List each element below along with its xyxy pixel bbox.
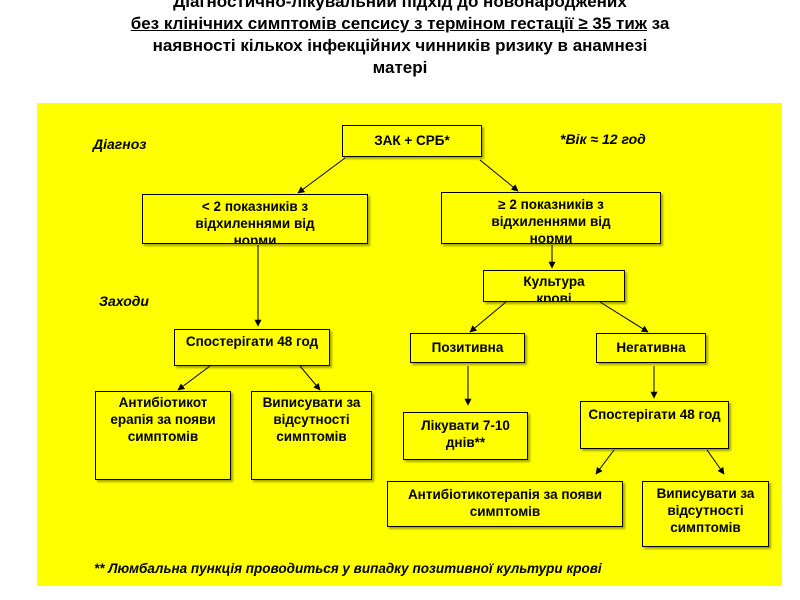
title-line-2-tail: за — [646, 14, 670, 33]
node-ge-2: ≥ 2 показників з відхиленнями від норми — [441, 192, 661, 244]
node-zak-srb: ЗАК + СРБ* — [342, 125, 482, 157]
node-discharge-right: Виписувати за відсутності симптомів — [642, 481, 769, 547]
node-blood-culture: Культура крові — [483, 270, 625, 302]
age-note: *Вік ≈ 12 год — [560, 131, 646, 147]
arrow-zak-to-less2 — [297, 157, 346, 194]
arrow-observe-to-discharge — [299, 365, 321, 391]
node-positive: Позитивна — [410, 333, 525, 363]
node-observe-48-right: Спостерігати 48 год — [580, 401, 729, 449]
node-antibiotic-right: Антибіотикотерапія за появи симптомів — [387, 481, 623, 527]
node-observe-48-left: Спостерігати 48 год — [174, 329, 330, 366]
footnote: ** Люмбальна пункція проводиться у випад… — [94, 561, 602, 576]
arrow-observe-to-discharge-right — [706, 449, 725, 475]
measures-label: Заходи — [99, 293, 149, 309]
node-less-than-2: < 2 показників з відхиленнями від норми — [142, 194, 368, 244]
node-discharge-left: Виписувати за відсутності симптомів — [251, 391, 372, 480]
arrow-zak-to-ge2 — [479, 159, 519, 192]
diagnosis-label: Діагноз — [93, 136, 147, 152]
arrow-culture-to-positive — [469, 301, 507, 333]
title-line-3: наявності кількох інфекційних чинників р… — [152, 36, 648, 55]
arrow-culture-to-negative — [599, 301, 649, 333]
title-line-1: Діагностично-лікувальний підхід до новон… — [173, 0, 627, 11]
title-line-4: матері — [372, 58, 428, 77]
page-title: Діагностично-лікувальний підхід до новон… — [0, 0, 800, 79]
node-antibiotic-left: Антибіотикот ерапія за появи симптомів — [95, 391, 231, 480]
arrow-observe-to-antibiotic — [177, 365, 211, 391]
node-treat: Лікувати 7-10 днів** — [403, 412, 528, 460]
arrow-observe-to-antibiotic-right — [595, 449, 615, 475]
title-line-2: без клінічних симптомів сепсису з термін… — [130, 14, 647, 33]
node-negative: Негативна — [596, 333, 706, 363]
